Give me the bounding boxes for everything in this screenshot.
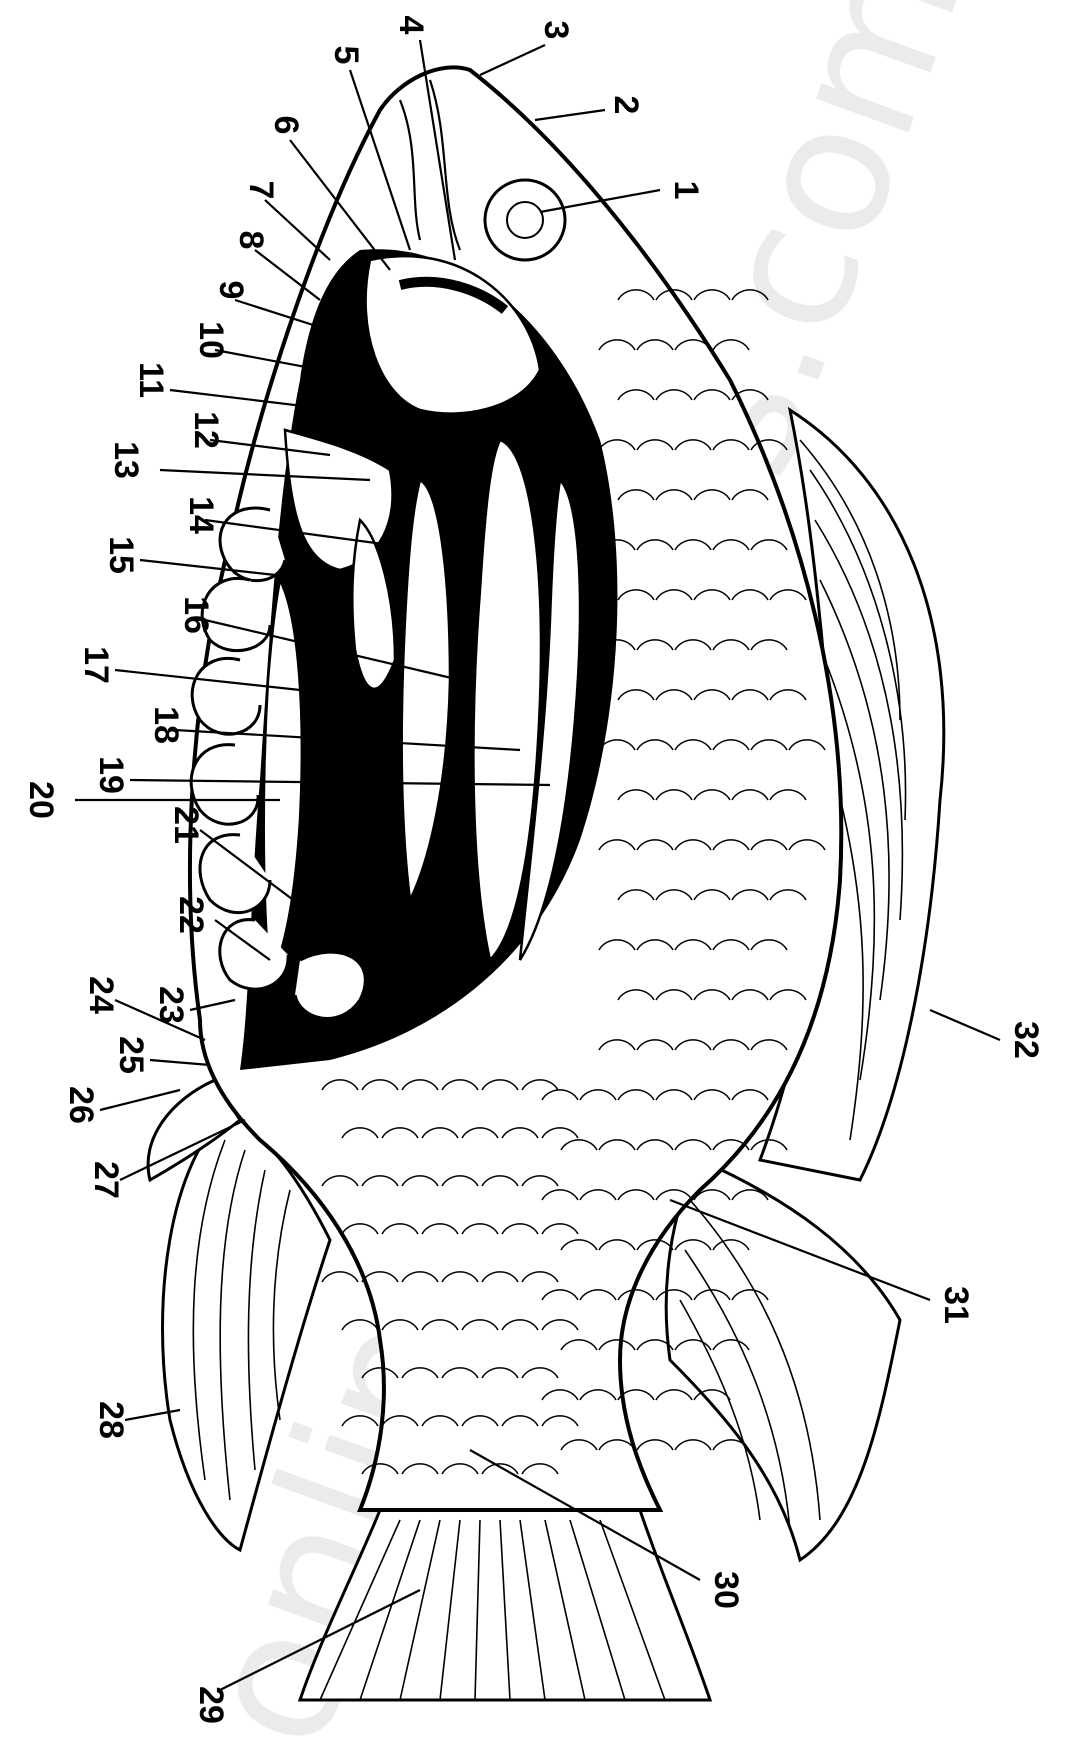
label-9: 9 [212,281,250,300]
label-29: 29 [192,1686,230,1724]
label-12: 12 [187,411,225,449]
scale [656,1390,692,1400]
label-20: 20 [22,781,60,819]
label-32: 32 [1007,1021,1045,1059]
leader-7 [265,200,330,260]
label-14: 14 [182,496,220,534]
label-19: 19 [92,756,130,794]
scale [675,1440,711,1450]
eye [485,180,565,260]
label-13: 13 [107,441,145,479]
label-27: 27 [87,1161,125,1199]
label-2: 2 [607,96,645,115]
leader-3 [480,45,545,75]
label-30: 30 [707,1571,745,1609]
leader-32 [930,1010,1000,1040]
label-25: 25 [112,1036,150,1074]
scale [637,1440,673,1450]
label-5: 5 [327,46,365,65]
posterior-fin [666,1160,900,1560]
label-31: 31 [937,1286,975,1324]
label-17: 17 [77,646,115,684]
leader-25 [150,1060,210,1065]
leader-2 [535,110,605,120]
label-1: 1 [667,181,705,200]
label-26: 26 [62,1086,100,1124]
label-28: 28 [92,1401,130,1439]
label-11: 11 [132,362,170,398]
label-4: 4 [392,16,430,35]
label-22: 22 [172,896,210,934]
label-3: 3 [537,21,575,40]
label-24: 24 [82,976,120,1014]
label-8: 8 [232,231,270,250]
label-6: 6 [267,116,305,135]
label-16: 16 [177,596,215,634]
label-21: 21 [167,806,205,844]
label-23: 23 [152,986,190,1024]
label-7: 7 [242,181,280,200]
leader-26 [100,1090,180,1110]
label-15: 15 [102,536,140,574]
label-10: 10 [192,321,230,359]
label-18: 18 [147,706,185,744]
